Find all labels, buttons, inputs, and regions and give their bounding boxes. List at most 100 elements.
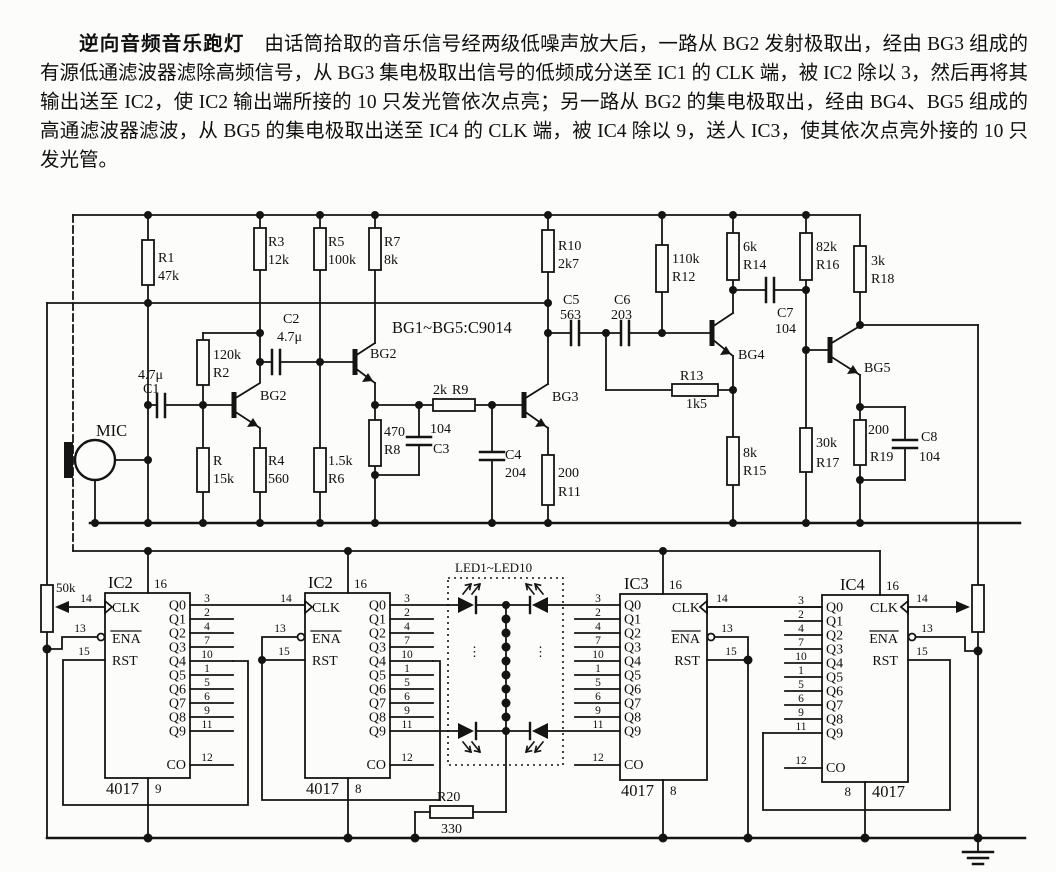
transistor-bg3: BG3 bbox=[521, 382, 578, 430]
svg-text:R6: R6 bbox=[328, 472, 344, 487]
pin-number: 10 bbox=[201, 649, 213, 661]
resistor-r2 bbox=[196, 339, 210, 386]
svg-text:8k: 8k bbox=[743, 446, 757, 461]
svg-text:9: 9 bbox=[155, 781, 162, 796]
svg-text:560: 560 bbox=[268, 472, 289, 487]
svg-text:R20: R20 bbox=[437, 790, 460, 805]
svg-text:50k: 50k bbox=[56, 580, 76, 595]
svg-text:15: 15 bbox=[916, 646, 928, 658]
led-icon bbox=[528, 595, 550, 615]
svg-text:8: 8 bbox=[845, 784, 852, 799]
output-label: Q0 bbox=[169, 599, 186, 614]
svg-text:104: 104 bbox=[430, 422, 451, 437]
output-label: Q7 bbox=[369, 697, 386, 712]
svg-text:R12: R12 bbox=[672, 270, 695, 285]
resistor-r6 bbox=[313, 447, 327, 493]
ic1-title: IC2 bbox=[108, 573, 133, 592]
resistor-r7 bbox=[368, 227, 382, 271]
svg-text:16: 16 bbox=[354, 576, 368, 591]
pin-number: 6 bbox=[404, 691, 410, 703]
svg-text:R10: R10 bbox=[558, 239, 581, 254]
circuit-title: 逆向音频音乐跑灯 bbox=[79, 33, 245, 55]
svg-text:R4: R4 bbox=[268, 454, 284, 469]
resistor-r16 bbox=[799, 232, 813, 281]
svg-text:ENA: ENA bbox=[671, 632, 701, 647]
pin-number: 3 bbox=[798, 595, 804, 607]
svg-text:563: 563 bbox=[560, 308, 581, 323]
svg-text:1.5k: 1.5k bbox=[328, 454, 353, 469]
svg-text:BG5: BG5 bbox=[864, 361, 890, 376]
output-label: Q6 bbox=[826, 685, 843, 700]
svg-text:R17: R17 bbox=[816, 456, 839, 471]
capacitors: 4.7μ C1 C2 4.7μ 104 C3 C4 204 bbox=[138, 276, 940, 481]
svg-text:4017: 4017 bbox=[306, 779, 339, 798]
svg-text:R13: R13 bbox=[680, 369, 703, 384]
pin-number: 9 bbox=[595, 705, 601, 717]
led-icon bbox=[456, 595, 478, 615]
resistors: R1 47k R3 12k R5 100k R7 8k R10 2k7 110k… bbox=[141, 227, 894, 837]
output-label: Q1 bbox=[826, 615, 843, 630]
output-label: Q5 bbox=[826, 671, 843, 686]
resistor-r1 bbox=[141, 239, 155, 286]
capacitor-c5: C5 563 bbox=[560, 293, 581, 347]
svg-text:14: 14 bbox=[916, 593, 928, 605]
pin-number: 5 bbox=[595, 677, 601, 689]
pin-number: 9 bbox=[798, 707, 804, 719]
svg-text:13: 13 bbox=[721, 623, 733, 635]
svg-text:3k: 3k bbox=[871, 254, 885, 269]
resistor-r11 bbox=[541, 454, 555, 506]
transistor-bg2: BG2 bbox=[352, 341, 396, 385]
svg-text:R11: R11 bbox=[558, 485, 581, 500]
resistor-r20 bbox=[429, 805, 474, 819]
svg-text:330: 330 bbox=[441, 822, 462, 837]
svg-text:R5: R5 bbox=[328, 235, 344, 250]
resistor-r4 bbox=[253, 447, 267, 493]
output-label: Q3 bbox=[169, 641, 186, 656]
svg-text:8: 8 bbox=[355, 781, 362, 796]
resistor-r3 bbox=[253, 227, 267, 271]
svg-text:12: 12 bbox=[401, 752, 413, 764]
output-label: Q3 bbox=[826, 643, 843, 658]
svg-text:R2: R2 bbox=[213, 366, 229, 381]
ic4-title: IC4 bbox=[840, 575, 865, 594]
svg-text:12: 12 bbox=[201, 752, 213, 764]
output-label: Q6 bbox=[369, 683, 386, 698]
svg-text:4017: 4017 bbox=[106, 779, 139, 798]
capacitor-c2: C2 4.7μ bbox=[270, 312, 302, 376]
circuit-description: 逆向音频音乐跑灯 由话筒拾取的音乐信号经两级低噪声放大后，一路从 BG2 发射极… bbox=[40, 30, 1028, 175]
svg-text:6k: 6k bbox=[743, 240, 757, 255]
resistor-r12 bbox=[655, 244, 669, 293]
svg-text:47k: 47k bbox=[158, 269, 179, 284]
svg-text:C5: C5 bbox=[563, 293, 579, 308]
ic3-title: IC3 bbox=[624, 574, 649, 593]
resistor-r13 bbox=[671, 383, 719, 397]
svg-text:RST: RST bbox=[872, 654, 898, 669]
transistor-bg1: BG2 bbox=[231, 361, 286, 449]
svg-text:BG4: BG4 bbox=[738, 348, 764, 363]
pin-number: 5 bbox=[404, 677, 410, 689]
svg-text:ENA: ENA bbox=[312, 632, 342, 647]
svg-text:ENA: ENA bbox=[869, 632, 899, 647]
resistor-r17 bbox=[799, 427, 813, 473]
transistor-bg5: BG5 bbox=[827, 324, 890, 377]
pin-number: 11 bbox=[201, 719, 212, 731]
pin-number: 10 bbox=[592, 649, 604, 661]
output-label: Q9 bbox=[169, 725, 186, 740]
svg-text:2k: 2k bbox=[433, 383, 447, 398]
output-label: Q0 bbox=[826, 601, 843, 616]
svg-text:470: 470 bbox=[384, 425, 405, 440]
output-label: Q2 bbox=[169, 627, 186, 642]
output-label: Q1 bbox=[624, 613, 641, 628]
svg-text:RST: RST bbox=[312, 654, 338, 669]
pin-number: 4 bbox=[595, 621, 601, 633]
svg-text:C7: C7 bbox=[777, 306, 793, 321]
svg-text:R9: R9 bbox=[452, 383, 468, 398]
output-label: Q4 bbox=[624, 655, 641, 670]
svg-text:R1: R1 bbox=[158, 251, 174, 266]
svg-text:110k: 110k bbox=[672, 252, 699, 267]
output-label: Q0 bbox=[624, 599, 641, 614]
svg-text:14: 14 bbox=[280, 593, 292, 605]
